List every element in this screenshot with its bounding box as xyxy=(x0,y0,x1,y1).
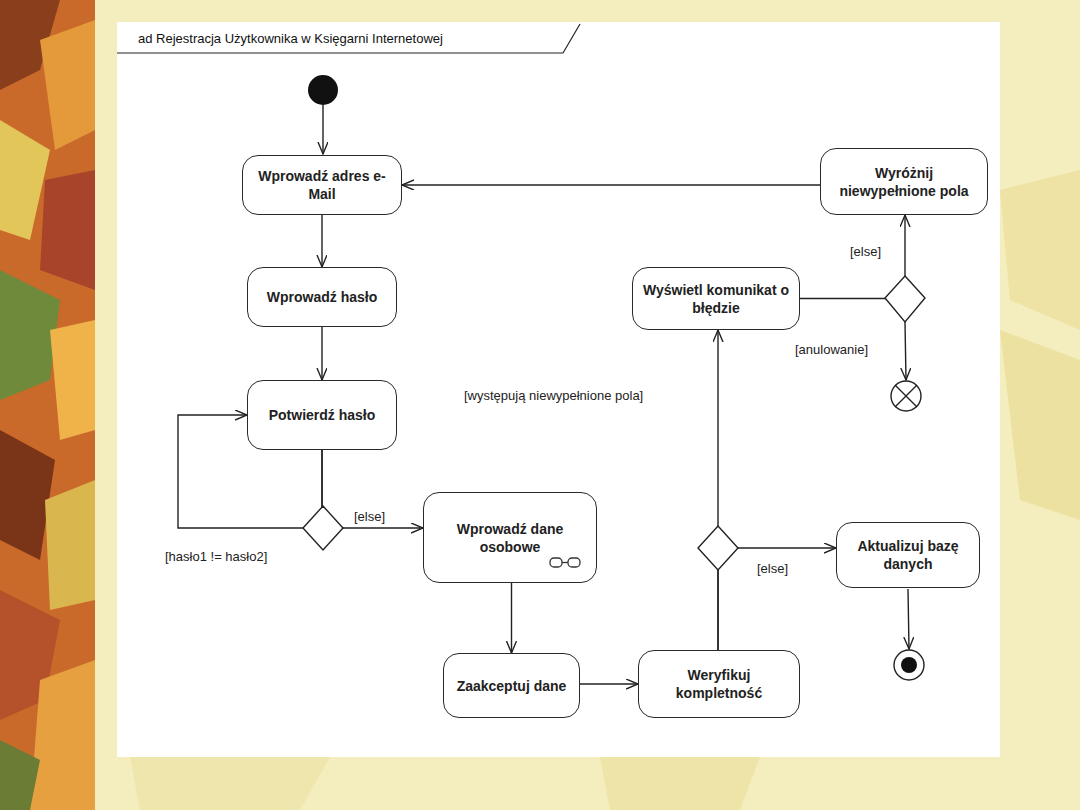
action-label: Aktualizuj bazę danych xyxy=(847,537,969,573)
activity-final-node xyxy=(894,650,924,680)
action-label: Potwierdź hasło xyxy=(269,406,376,424)
guard-label: [else] xyxy=(755,561,790,577)
diagram-frame xyxy=(117,22,1000,757)
decor-shape xyxy=(30,660,95,810)
action-box: Zaakceptuj dane xyxy=(443,653,580,718)
action-label: Wprowadź hasło xyxy=(267,288,377,306)
initial-flow xyxy=(322,105,323,154)
action-box: Weryfikuj kompletność xyxy=(638,650,800,718)
decor-strip xyxy=(0,0,95,810)
control-flow xyxy=(321,327,322,380)
action-box: Wyświetl komunikat o błędzie xyxy=(632,267,800,330)
action-box: Wprowadź adres e-Mail xyxy=(242,155,402,215)
guard-label: [else] xyxy=(352,509,387,525)
decor-shape xyxy=(40,20,95,150)
decor-shape xyxy=(40,170,95,290)
control-flow xyxy=(580,683,638,684)
guard-label: [hasło1 != hasło2] xyxy=(163,549,269,565)
decor-shape xyxy=(45,480,95,610)
decor-shape xyxy=(0,430,55,560)
control-flow xyxy=(718,548,836,650)
control-flow xyxy=(511,583,512,653)
guard-label: [anulowanie] xyxy=(793,342,870,358)
action-label: Wprowadź dane osobowe xyxy=(434,520,586,556)
action-box: Wprowadź dane osobowe xyxy=(423,492,597,583)
decision-diamond xyxy=(885,276,925,322)
guard-label: [else] xyxy=(848,244,883,260)
frame-title: ad Rejestracja Użytkownika w Księgarni I… xyxy=(138,31,443,47)
guard-label: [występują niewypełnione pola] xyxy=(462,388,645,404)
action-label: Wyświetl komunikat o błędzie xyxy=(643,281,789,317)
action-box: Potwierdź hasło xyxy=(247,380,397,450)
decor-shape xyxy=(0,120,50,240)
action-label: Zaakceptuj dane xyxy=(457,677,567,695)
action-box: Aktualizuj bazę danych xyxy=(836,522,980,588)
activity-final-dot xyxy=(901,657,917,673)
action-label: Weryfikuj kompletność xyxy=(649,666,789,702)
control-flow xyxy=(322,450,423,528)
cancel-flow xyxy=(905,322,906,380)
action-label: Wprowadź adres e-Mail xyxy=(253,167,391,203)
initial-node xyxy=(308,75,338,105)
flow-final-cross xyxy=(895,385,917,407)
action-box: Wyróżnij niewypełnione pola xyxy=(820,148,988,215)
decision-diamond xyxy=(698,526,738,570)
frame-tab xyxy=(117,24,580,53)
rake-symbol xyxy=(550,558,580,567)
decor-shape xyxy=(0,740,40,810)
control-flow xyxy=(321,215,322,267)
action-box: Wprowadź hasło xyxy=(247,267,397,327)
background-shape xyxy=(1000,170,1080,330)
final-flow xyxy=(908,589,909,649)
background-shape xyxy=(130,757,330,810)
decor-shape xyxy=(50,320,95,440)
background-shape xyxy=(600,757,760,810)
background-shape xyxy=(1000,330,1080,520)
flow-final-node xyxy=(891,381,921,411)
control-flow xyxy=(402,184,820,185)
control-flow xyxy=(800,215,905,299)
action-label: Wyróżnij niewypełnione pola xyxy=(831,164,977,200)
decision-diamond xyxy=(303,506,343,550)
